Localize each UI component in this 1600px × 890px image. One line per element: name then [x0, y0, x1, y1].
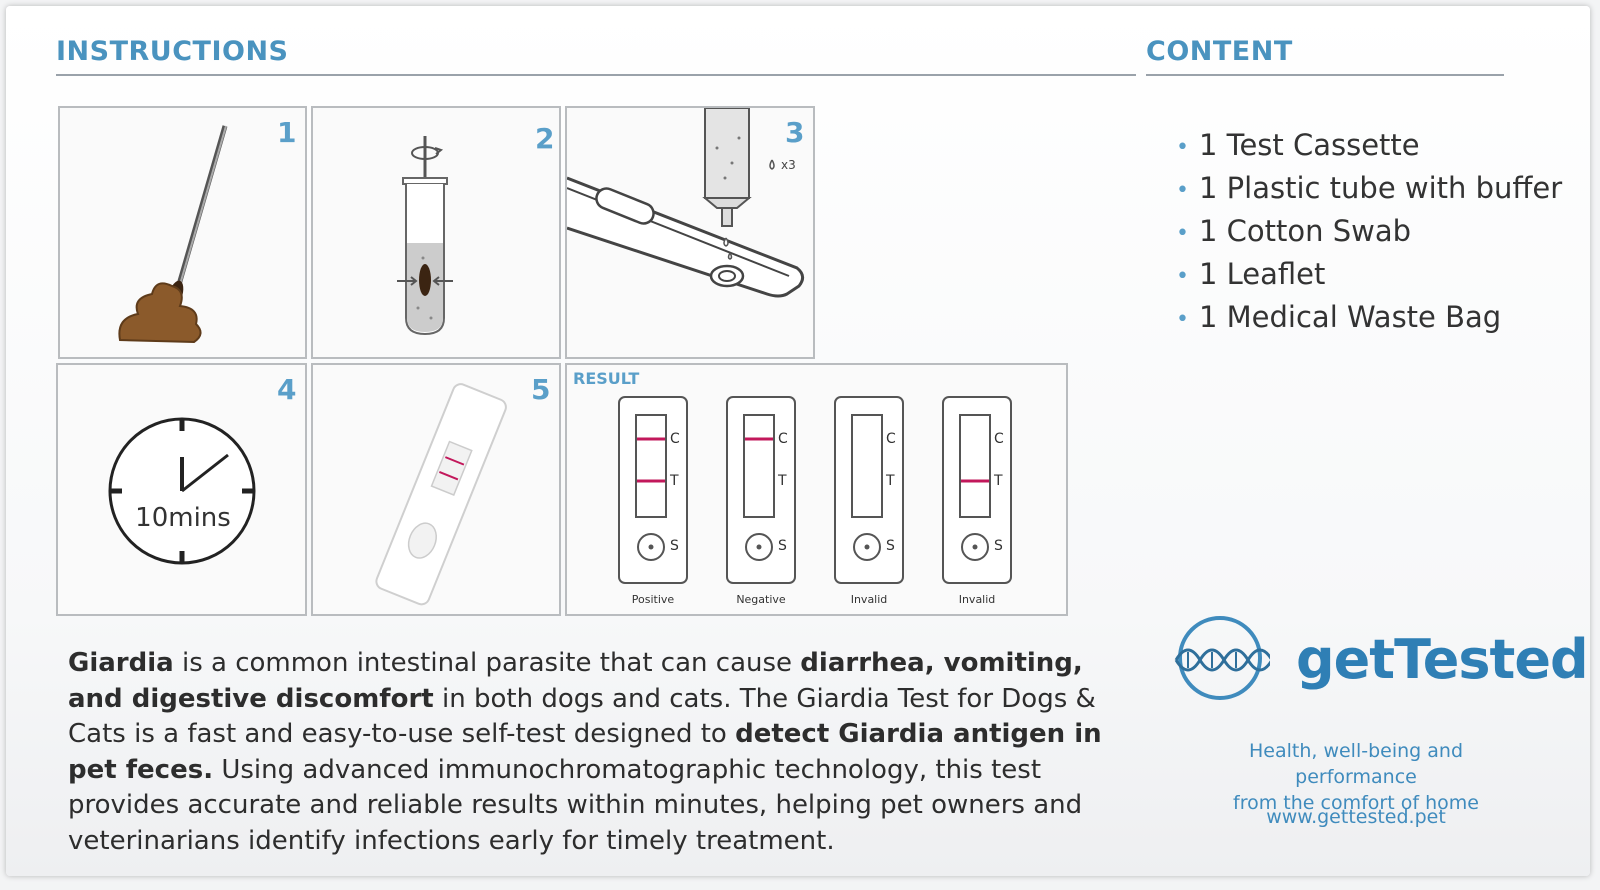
sample-marker: S	[670, 538, 679, 554]
content-item-label: 1 Plastic tube with buffer	[1198, 171, 1563, 205]
cassette-icon	[942, 396, 1012, 584]
result-label: RESULT	[573, 369, 640, 388]
step-4-number: 4	[277, 373, 297, 406]
step-4-panel: 10mins 4	[56, 363, 307, 616]
result-caption: Negative	[736, 593, 786, 606]
result-cassette: C T S Positive	[617, 395, 689, 614]
content-item: • 1 Cotton Swab	[1176, 210, 1562, 253]
sample-marker: S	[994, 538, 1003, 554]
control-marker: C	[994, 431, 1004, 447]
test-marker: T	[778, 473, 787, 489]
dropper-cassette-icon	[567, 108, 804, 298]
instructions-divider	[56, 74, 1136, 76]
content-item: • 1 Plastic tube with buffer	[1176, 167, 1562, 210]
test-marker: T	[670, 473, 679, 489]
control-marker: C	[778, 431, 788, 447]
desc-symptoms: diarrhea, vomiting, and digestive discom…	[68, 648, 1083, 714]
timer-label: 10mins	[135, 503, 231, 533]
brand-logo-text: getTested	[1296, 628, 1589, 691]
test-marker: T	[994, 473, 1003, 489]
control-marker: C	[670, 431, 680, 447]
step-2-number: 2	[535, 122, 555, 155]
step-1-number: 1	[277, 116, 297, 149]
clock-icon	[108, 417, 256, 565]
bullet-icon: •	[1176, 306, 1189, 332]
content-item: • 1 Medical Waste Bag	[1176, 296, 1562, 339]
result-cassette: C T S Invalid	[941, 395, 1013, 614]
step-5-panel: 5	[311, 363, 561, 616]
desc-text-1: is a common intestinal parasite that can…	[173, 648, 801, 678]
content-item-label: 1 Cotton Swab	[1198, 214, 1412, 248]
desc-text-3: Using advanced immunochromatographic tec…	[68, 754, 1083, 856]
result-caption: Positive	[631, 593, 675, 606]
bullet-icon: •	[1176, 263, 1189, 289]
sample-marker: S	[778, 538, 787, 554]
content-list: • 1 Test Cassette • 1 Plastic tube with buf…	[1176, 124, 1562, 339]
sample-marker: S	[886, 538, 895, 554]
tagline-line-1: Health, well-being and performance	[1248, 740, 1464, 788]
product-card: INSTRUCTIONS CONTENT 1 2	[6, 6, 1590, 876]
step-3-panel: x3 3	[565, 106, 815, 359]
cassette-icon	[726, 396, 796, 584]
content-item-label: 1 Test Cassette	[1198, 128, 1420, 162]
step-1-panel: 1	[58, 106, 307, 359]
tagline-line-2: from the comfort of home	[1233, 792, 1479, 814]
content-item: • 1 Leaflet	[1176, 253, 1562, 296]
content-item: • 1 Test Cassette	[1176, 124, 1562, 167]
swab-stool-icon	[118, 125, 228, 344]
desc-detect: detect Giardia antigen in pet feces.	[68, 719, 1102, 785]
step-2-panel: 2	[311, 106, 561, 359]
bullet-icon: •	[1176, 177, 1189, 203]
result-caption: Invalid	[958, 593, 996, 606]
step-5-number: 5	[531, 373, 551, 406]
content-item-label: 1 Medical Waste Bag	[1198, 300, 1502, 334]
cassette-icon	[618, 396, 688, 584]
content-title: CONTENT	[1146, 36, 1293, 67]
content-item-label: 1 Leaflet	[1198, 257, 1326, 291]
cassette-icon	[834, 396, 904, 584]
desc-giardia: Giardia	[68, 648, 174, 678]
brand-tagline: Health, well-being and performance from …	[1186, 738, 1526, 816]
result-caption: Invalid	[850, 593, 888, 606]
content-divider	[1146, 74, 1504, 76]
control-marker: C	[886, 431, 896, 447]
desc-text-2: in both dogs and cats. The Giardia Test …	[68, 683, 1096, 750]
cassette-icon	[375, 383, 507, 606]
test-marker: T	[886, 473, 895, 489]
website-link[interactable]: www.gettested.pet	[1266, 806, 1446, 828]
dna-circle-icon	[1174, 616, 1270, 700]
result-cassette: C T S Negative	[725, 395, 797, 614]
result-cassette: C T S Invalid	[833, 395, 905, 614]
product-description: Giardia is a common intestinal parasite …	[68, 646, 1128, 859]
step-3-number: 3	[785, 116, 805, 149]
drop-count-label: x3	[781, 158, 796, 172]
bullet-icon: •	[1176, 220, 1189, 246]
bullet-icon: •	[1176, 134, 1189, 160]
instructions-title: INSTRUCTIONS	[56, 36, 289, 67]
tube-swirl-icon	[397, 136, 453, 336]
